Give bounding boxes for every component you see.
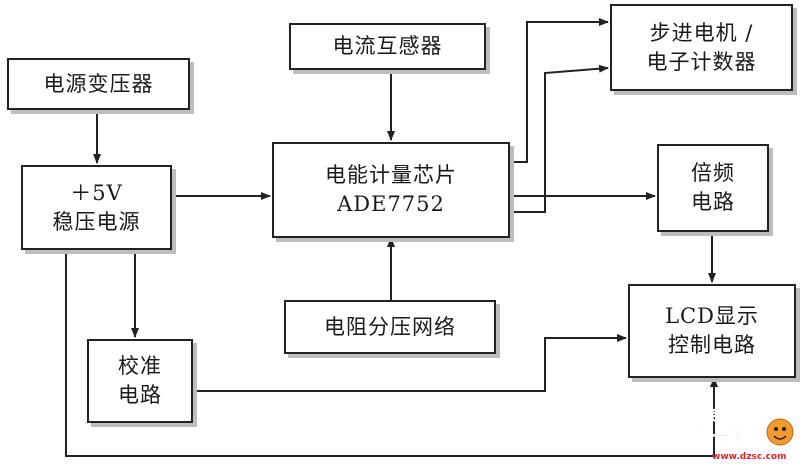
- watermark-top-text: 接线图: [702, 407, 744, 424]
- watermark-url: www.dzsc.com: [712, 452, 786, 462]
- label-divider: 电阻分压网络: [324, 314, 456, 339]
- block-psu: ＋5V 稳压电源: [21, 165, 172, 250]
- watermark-face-icon: [766, 418, 794, 446]
- label-ade-part: ADE7752: [337, 192, 445, 216]
- label-ade-name: 电能计量芯片: [325, 163, 457, 187]
- watermark-brand: 维库一下: [678, 426, 746, 447]
- label-lcd-line1: LCD显示: [665, 304, 759, 328]
- block-calibration: 校准 电路: [87, 339, 193, 423]
- label-psu-voltage: ＋5V: [70, 180, 123, 205]
- label-multiplier-line1: 倍频: [691, 161, 735, 185]
- label-multiplier-line2: 电路: [691, 190, 735, 214]
- label-current-transformer: 电流互感器: [332, 34, 443, 58]
- label-calibration-line1: 校准: [118, 354, 162, 378]
- block-lcd: LCD显示 控制电路: [628, 284, 796, 378]
- block-multiplier: 倍频 电路: [657, 144, 769, 232]
- label-stepper-line1: 步进电机 /: [649, 20, 754, 45]
- block-divider: 电阻分压网络: [284, 300, 496, 354]
- label-stepper-line2: 电子计数器: [646, 49, 757, 74]
- label-transformer: 电源变压器: [43, 71, 154, 96]
- label-calibration-line2: 电路: [118, 383, 162, 407]
- arrow-ade-to-stepper-1: [510, 18, 609, 163]
- label-lcd-line2: 控制电路: [668, 333, 756, 357]
- arrow-ade-to-stepper-2: [510, 64, 609, 213]
- block-current-transformer: 电流互感器: [289, 23, 486, 70]
- block-stepper: 步进电机 / 电子计数器: [610, 4, 793, 91]
- watermark-logo: 接线图 维库一下 www.dzsc.com: [678, 407, 794, 462]
- arrow-calibration-to-lcd: [193, 334, 627, 392]
- label-psu-name: 稳压电源: [52, 209, 141, 234]
- block-ade: 电能计量芯片 ADE7752: [272, 142, 510, 238]
- arrow-psu-to-lcd: [65, 250, 718, 457]
- block-transformer: 电源变压器: [7, 58, 190, 110]
